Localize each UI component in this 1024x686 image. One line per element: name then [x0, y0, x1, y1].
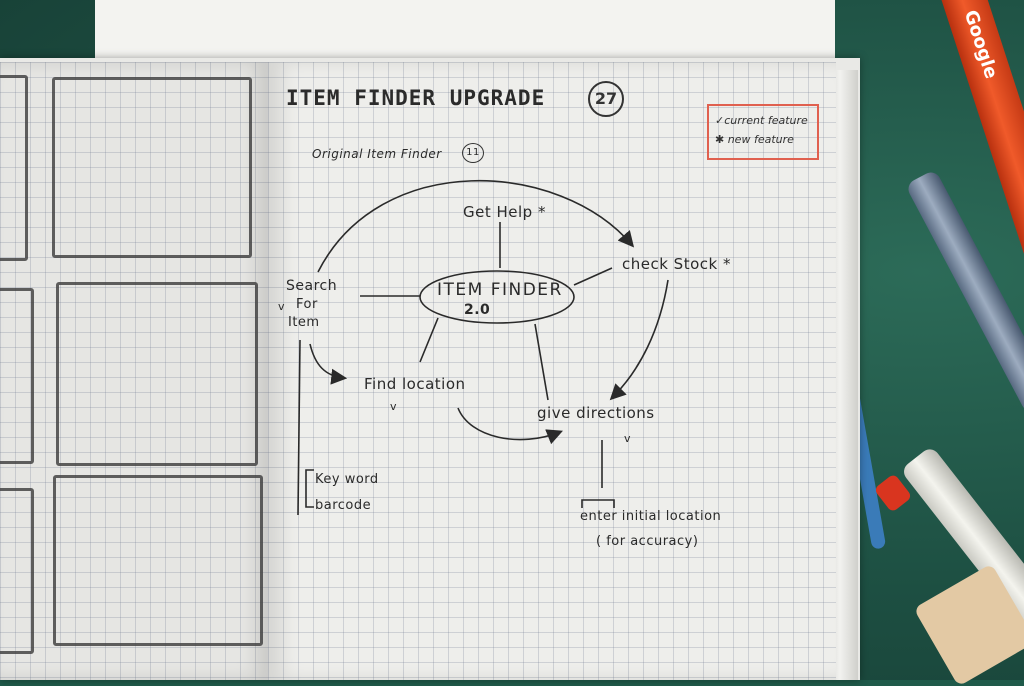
- give-current-mark: v: [624, 432, 632, 445]
- node-give-directions: give directions: [537, 404, 655, 422]
- legend-current: ✓current feature: [715, 114, 808, 127]
- find-current-mark: v: [390, 400, 398, 413]
- center-node-title: ITEM FINDER: [437, 280, 563, 300]
- line-search-down: [297, 339, 301, 516]
- wireframe-box: [52, 77, 252, 258]
- wireframe-box: [0, 488, 34, 654]
- node-search-line2: For: [296, 297, 318, 312]
- sub-enter-initial: enter initial location: [580, 509, 722, 524]
- node-search-line3: Item: [288, 315, 320, 330]
- center-node-version: 2.0: [464, 302, 491, 318]
- arc-search-to-find: [309, 343, 348, 385]
- bracket-enter: [581, 499, 615, 508]
- node-get-help: Get Help *: [463, 203, 546, 221]
- search-current-mark: v: [278, 300, 286, 313]
- line-center-find: [419, 317, 439, 363]
- legend-box: ✓current feature ✱ new feature: [707, 104, 819, 160]
- center-ellipse: [419, 270, 575, 324]
- line-center-stock: [573, 267, 613, 286]
- line-center-give: [534, 323, 549, 401]
- arc-stock-to-give: [609, 279, 669, 401]
- arc-search-to-stock: [317, 179, 635, 273]
- arc-find-to-give: [457, 407, 563, 445]
- page-title: ITEM FINDER UPGRADE: [286, 86, 546, 110]
- right-page: [268, 62, 836, 680]
- sub-for-accuracy: ( for accuracy): [596, 534, 699, 549]
- wireframe-box: [0, 75, 28, 261]
- sub-barcode: barcode: [315, 498, 372, 513]
- node-search-line1: Search: [286, 278, 338, 294]
- wireframe-box: [53, 475, 263, 646]
- left-page: [0, 62, 268, 680]
- node-check-stock: check Stock *: [622, 255, 731, 273]
- bracket-keyword: [305, 469, 314, 508]
- page-number: 27: [588, 81, 624, 117]
- wireframe-box: [0, 288, 34, 464]
- sub-keyword: Key word: [315, 472, 379, 487]
- subtitle-number: 11: [462, 143, 484, 163]
- node-find-location: Find location: [364, 375, 466, 393]
- legend-new: ✱ new feature: [715, 133, 794, 146]
- subtitle: Original Item Finder: [312, 147, 442, 161]
- wireframe-box: [56, 282, 258, 466]
